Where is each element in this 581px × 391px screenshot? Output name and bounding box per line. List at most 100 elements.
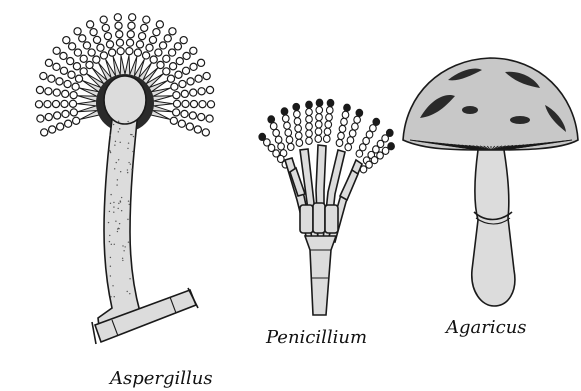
- aspergillus-conidium: [202, 129, 209, 136]
- aspergillus-conidium: [88, 49, 95, 56]
- aspergillus-conidium: [150, 56, 157, 63]
- penicillium-conidium: [354, 116, 361, 123]
- penicillium-conidium: [388, 143, 395, 150]
- penicillium-conidium: [345, 144, 352, 151]
- penicillium-conidium: [270, 123, 277, 130]
- aspergillus-conidium: [169, 28, 176, 35]
- aspergillus-conidium: [117, 48, 124, 55]
- aspergillus-conidium: [62, 90, 69, 97]
- aspergillus-conidium: [171, 83, 178, 90]
- penicillium-conidium: [306, 130, 313, 137]
- penicillium-conidium: [284, 122, 291, 129]
- aspergillus-conidium: [143, 16, 150, 23]
- aspergillus-conidium: [195, 75, 202, 82]
- penicillium-conidium: [294, 118, 301, 125]
- agaricus-stipe: [472, 150, 515, 306]
- penicillium-conidium: [315, 128, 322, 135]
- penicillium-stipe: [305, 236, 336, 315]
- aspergillus-conidium: [45, 59, 52, 66]
- penicillium-conidium: [352, 123, 359, 130]
- aspergillus-sterigma: [120, 55, 125, 75]
- aspergillus-conidium: [53, 89, 60, 96]
- aspergillus-conidium: [41, 129, 48, 136]
- penicillium-conidium: [285, 129, 292, 136]
- penicillium-conidia-chains: [259, 99, 394, 173]
- aspergillus-conidium: [175, 71, 182, 78]
- aspergillus-conidium: [155, 49, 162, 56]
- aspergillus-conidium: [61, 100, 68, 107]
- penicillium-conidium: [273, 129, 280, 136]
- aspergillus-conidium: [37, 115, 44, 122]
- aspergillus-conidium: [136, 41, 143, 48]
- penicillium-conidium: [306, 101, 313, 108]
- aspergillus-sterigma: [152, 96, 172, 102]
- aspergillus-conidium: [179, 80, 186, 87]
- aspergillus-sterigma: [78, 106, 98, 112]
- aspergillus-conidium: [44, 101, 51, 108]
- penicillium-conidium: [356, 109, 363, 116]
- penicillium-conidium: [344, 104, 351, 111]
- aspergillus-conidium: [68, 71, 75, 78]
- aspergillus-conidium: [93, 36, 100, 43]
- aspergillus-conidium: [45, 113, 52, 120]
- aspergillus-conidium: [87, 21, 94, 28]
- penicillium-conidium: [281, 108, 288, 115]
- aspergillus-conidium: [190, 89, 197, 96]
- aspergillus-conidium: [198, 113, 205, 120]
- aspergillus-conidium: [182, 67, 189, 74]
- aspergillus-conidium: [173, 100, 180, 107]
- aspergillus-conidium: [100, 16, 107, 23]
- aspergillus-conidium: [116, 31, 123, 38]
- aspergillus-conidium: [127, 31, 134, 38]
- aspergillus-sterigma: [152, 106, 172, 112]
- penicillium-conidium: [336, 139, 343, 146]
- aspergillus-conidium: [153, 29, 160, 36]
- aspergillus-conidium: [60, 67, 67, 74]
- penicillium-conidium: [268, 116, 275, 123]
- penicillium-conidium: [294, 111, 301, 118]
- penicillium-conidium: [295, 125, 302, 132]
- aspergillus-conidium: [180, 37, 187, 44]
- aspergillus-conidium: [52, 100, 59, 107]
- aspergillus-conidium: [48, 75, 55, 82]
- aspergillus-conidium: [40, 72, 47, 79]
- penicillium-conidium: [275, 136, 282, 143]
- aspergillus-conidium: [190, 100, 197, 107]
- aspergillus-conidium: [36, 86, 43, 93]
- aspergillus-conidium: [83, 42, 90, 49]
- penicillium-conidium: [325, 121, 332, 128]
- aspergillus-conidium: [70, 109, 77, 116]
- aspergillus-conidium: [67, 57, 74, 64]
- penicillium-conidium: [347, 137, 354, 144]
- penicillium-conidium: [339, 125, 346, 132]
- aspergillus-conidium: [72, 83, 79, 90]
- aspergillus-conidium: [174, 43, 181, 50]
- aspergillus-conidium: [181, 110, 188, 117]
- aspergillus-conidium: [100, 52, 107, 59]
- aspergillus-conidium: [126, 39, 133, 46]
- aspergillus-conidium: [141, 24, 148, 31]
- aspergillus-conidium: [207, 101, 214, 108]
- aspergillus-conidium: [79, 35, 86, 42]
- aspergillus-conidium: [190, 47, 197, 54]
- penicillium-conidium: [373, 118, 380, 125]
- aspergillus-conidium: [80, 55, 87, 62]
- penicillium-conidium: [342, 111, 349, 118]
- agaricus-drawing: [403, 58, 578, 306]
- aspergillus-conidium: [53, 63, 60, 70]
- aspergillus-conidium: [93, 56, 100, 63]
- aspergillus-conidium: [181, 90, 188, 97]
- aspergillus-conidium: [134, 49, 141, 56]
- aspergillus-conidium: [104, 33, 111, 40]
- aspergillus-conidium: [199, 101, 206, 108]
- penicillium-conidium: [306, 108, 313, 115]
- aspergillus-conidium: [159, 42, 166, 49]
- aspergillus-conidium: [53, 47, 60, 54]
- penicillium-conidium: [259, 133, 266, 140]
- penicillium-conidium: [323, 135, 330, 142]
- aspergillus-conidium: [126, 48, 133, 55]
- aspergillus-sterigma: [78, 96, 98, 102]
- aspergillus-conidium: [57, 123, 64, 130]
- penicillium-conidium: [324, 128, 331, 135]
- aspergillus-drawing: [35, 14, 214, 344]
